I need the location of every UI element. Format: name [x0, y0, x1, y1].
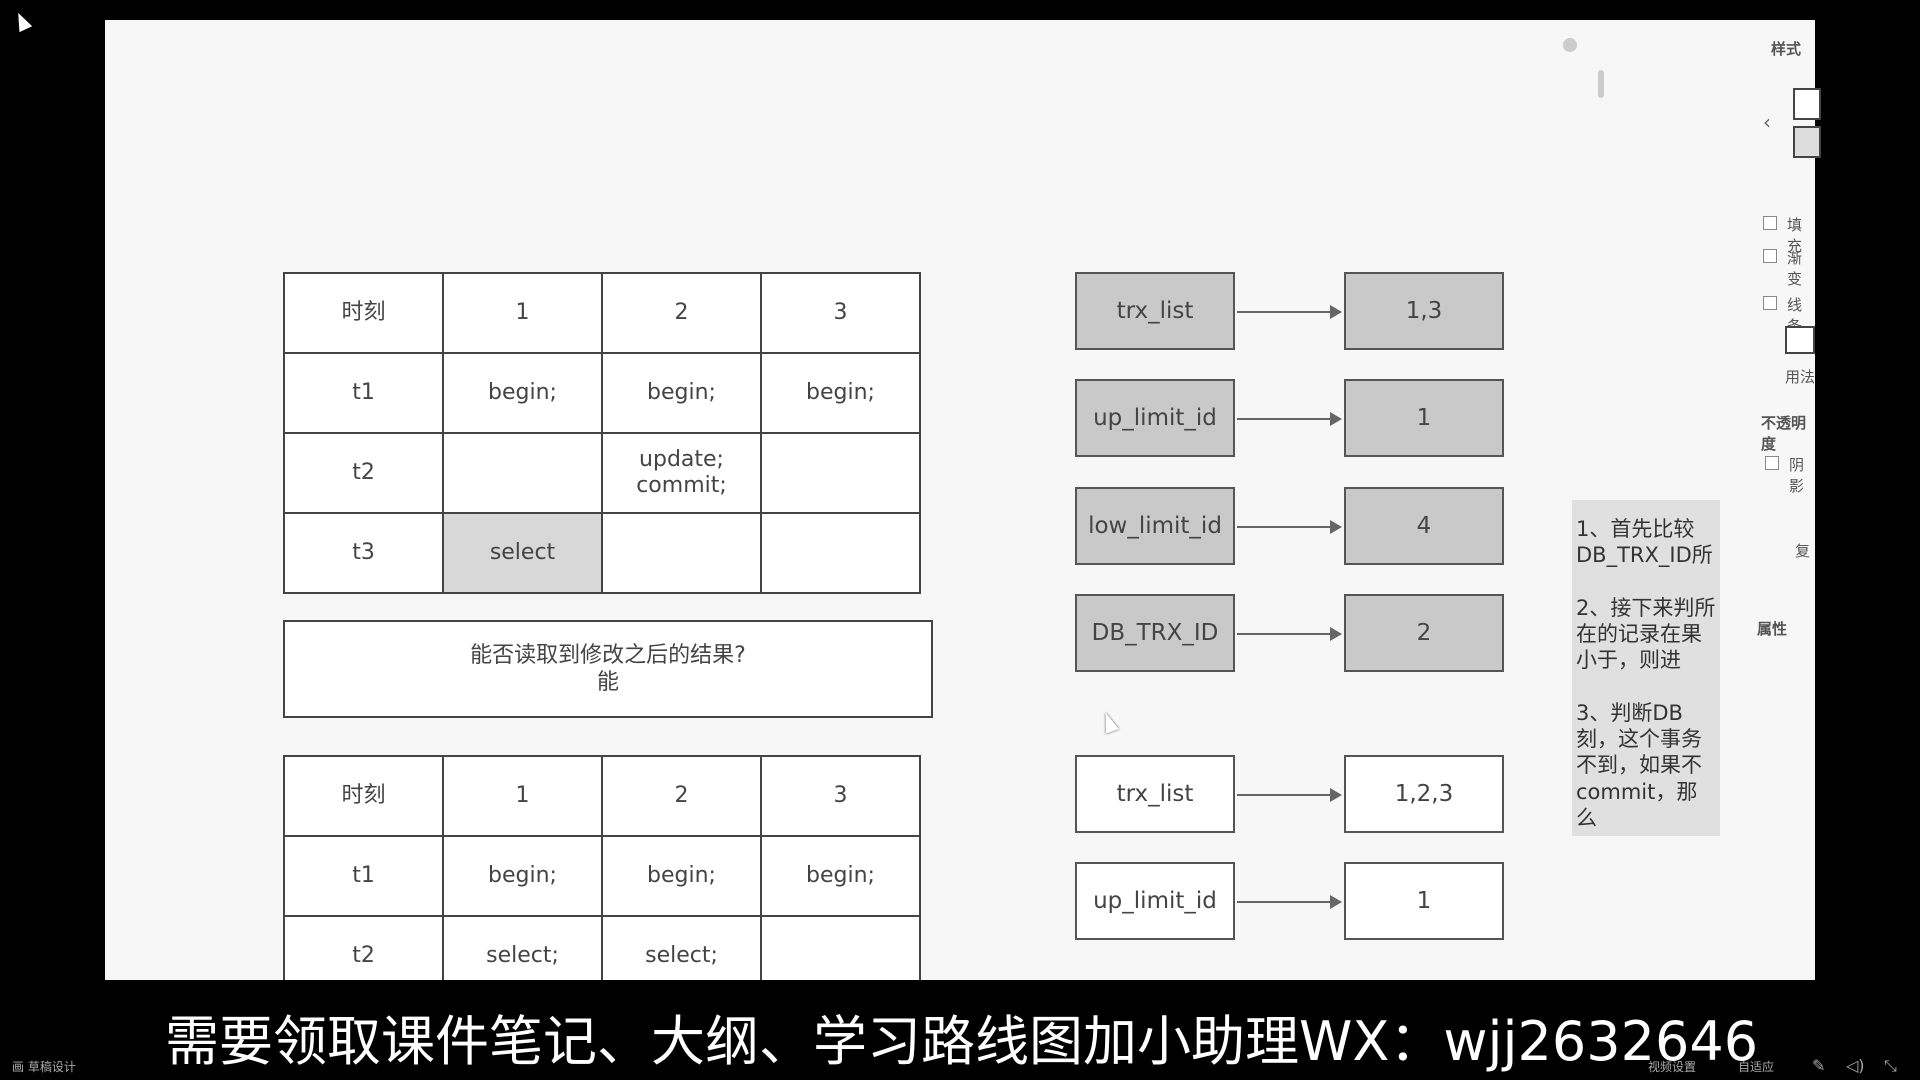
- shadow-checkbox[interactable]: [1765, 456, 1779, 470]
- table-cell: t3: [283, 512, 444, 594]
- video-settings-button[interactable]: 视频设置: [1648, 1060, 1697, 1074]
- table-header-cell: 3: [760, 755, 921, 837]
- mouse-pointer-icon: [11, 9, 33, 33]
- arrow-connector: [1237, 412, 1342, 426]
- table-cell: [760, 512, 921, 594]
- table-header-cell: 1: [442, 755, 603, 837]
- fit-button[interactable]: 自适应: [1738, 1060, 1775, 1074]
- scroll-handle[interactable]: [1598, 70, 1604, 98]
- table-row: t2 update; commit;: [283, 432, 921, 514]
- table-row: t1 begin; begin; begin;: [283, 835, 921, 917]
- table-header-cell: 3: [760, 272, 921, 354]
- trx-list-value-box-2: 1,2,3: [1344, 755, 1504, 833]
- low-limit-id-label-box: low_limit_id: [1075, 487, 1235, 565]
- table-cell: [760, 432, 921, 514]
- opacity-label: 不透明度: [1761, 414, 1807, 453]
- table-cell: begin;: [601, 835, 762, 917]
- usage-label: 用法: [1785, 368, 1816, 386]
- fullscreen-icon[interactable]: ⤡: [1884, 1056, 1897, 1075]
- table-cell-highlighted: select: [442, 512, 603, 594]
- table-cell: begin;: [601, 352, 762, 434]
- db-trx-id-label-box: DB_TRX_ID: [1075, 594, 1235, 672]
- up-limit-id-label-box: up_limit_id: [1075, 379, 1235, 457]
- up-limit-id-value-box: 1: [1344, 379, 1504, 457]
- fill-label: 填充: [1787, 216, 1803, 255]
- format-panel: 样式 ‹ 填充 渐变 线条 用法 不透明度 阴影 复 属性: [1735, 20, 1821, 980]
- table-header-cell: 时刻: [283, 272, 444, 354]
- table-cell: [601, 512, 762, 594]
- table-cell: t2: [283, 432, 444, 514]
- properties-label[interactable]: 属性: [1757, 620, 1788, 638]
- question-box: 能否读取到修改之后的结果? 能: [283, 620, 933, 718]
- table-cell: begin;: [442, 835, 603, 917]
- low-limit-id-value-box: 4: [1344, 487, 1504, 565]
- arrow-connector: [1237, 788, 1342, 802]
- trx-list-value-box: 1,3: [1344, 272, 1504, 350]
- answer-text: 能: [596, 670, 619, 695]
- pen-tip-icon: [1563, 38, 1577, 52]
- table-header-cell: 2: [601, 272, 762, 354]
- table-header-cell: 2: [601, 755, 762, 837]
- up-limit-id-label-box-2: up_limit_id: [1075, 862, 1235, 940]
- gradient-label: 渐变: [1787, 249, 1803, 288]
- arrow-connector: [1237, 520, 1342, 534]
- trx-list-label-box-2: trx_list: [1075, 755, 1235, 833]
- panel-title: 样式: [1771, 40, 1802, 58]
- line-checkbox[interactable]: [1763, 296, 1777, 310]
- db-trx-id-value-box: 2: [1344, 594, 1504, 672]
- table-cell: t1: [283, 835, 444, 917]
- question-text: 能否读取到修改之后的结果?: [470, 642, 746, 668]
- table-cell: begin;: [760, 352, 921, 434]
- table-cell: begin;: [760, 835, 921, 917]
- pen-icon[interactable]: ✎: [1812, 1056, 1826, 1075]
- fill-checkbox[interactable]: [1763, 216, 1777, 230]
- trx-list-label-box: trx_list: [1075, 272, 1235, 350]
- chevron-left-icon[interactable]: ‹: [1763, 110, 1771, 134]
- table-cell: begin;: [442, 352, 603, 434]
- line-style-select[interactable]: [1785, 326, 1815, 354]
- note-box: 1、首先比较DB_TRX_ID所 2、接下来判所在的记录在果小于，则进 3、判断…: [1572, 500, 1720, 836]
- table-timeline-2: 时刻 1 2 3 t1 begin; begin; begin; t2 sele…: [283, 755, 921, 997]
- table-timeline-1: 时刻 1 2 3 t1 begin; begin; begin; t2 upda…: [283, 272, 921, 594]
- status-left-text: 画 草稿设计: [12, 1060, 76, 1074]
- table-row: t3 select: [283, 512, 921, 594]
- arrow-connector: [1237, 305, 1342, 319]
- up-limit-id-value-box-2: 1: [1344, 862, 1504, 940]
- style-swatch[interactable]: [1793, 126, 1821, 158]
- caption-bar: [133, 980, 1721, 1080]
- table-header-cell: 1: [442, 272, 603, 354]
- volume-icon[interactable]: ◁): [1846, 1056, 1865, 1075]
- bottom-status-bar: 画 草稿设计 视频设置 自适应 ✎ ◁) ⤡: [0, 1050, 1920, 1080]
- table-cell: update; commit;: [601, 432, 762, 514]
- arrow-connector: [1237, 627, 1342, 641]
- table-cell: [442, 432, 603, 514]
- shadow-label: 阴影: [1789, 456, 1805, 495]
- style-swatch[interactable]: [1793, 88, 1821, 120]
- table-row: t1 begin; begin; begin;: [283, 352, 921, 434]
- table-header-cell: 时刻: [283, 755, 444, 837]
- caption-text: 需要领取课件笔记、大纲、学习路线图加小助理WX：wjj2632646: [165, 1010, 1759, 1073]
- arrow-connector: [1237, 895, 1342, 909]
- copy-button[interactable]: 复: [1795, 542, 1811, 560]
- table-row: 时刻 1 2 3: [283, 755, 921, 837]
- gradient-checkbox[interactable]: [1763, 249, 1777, 263]
- table-cell: t1: [283, 352, 444, 434]
- table-row: 时刻 1 2 3: [283, 272, 921, 354]
